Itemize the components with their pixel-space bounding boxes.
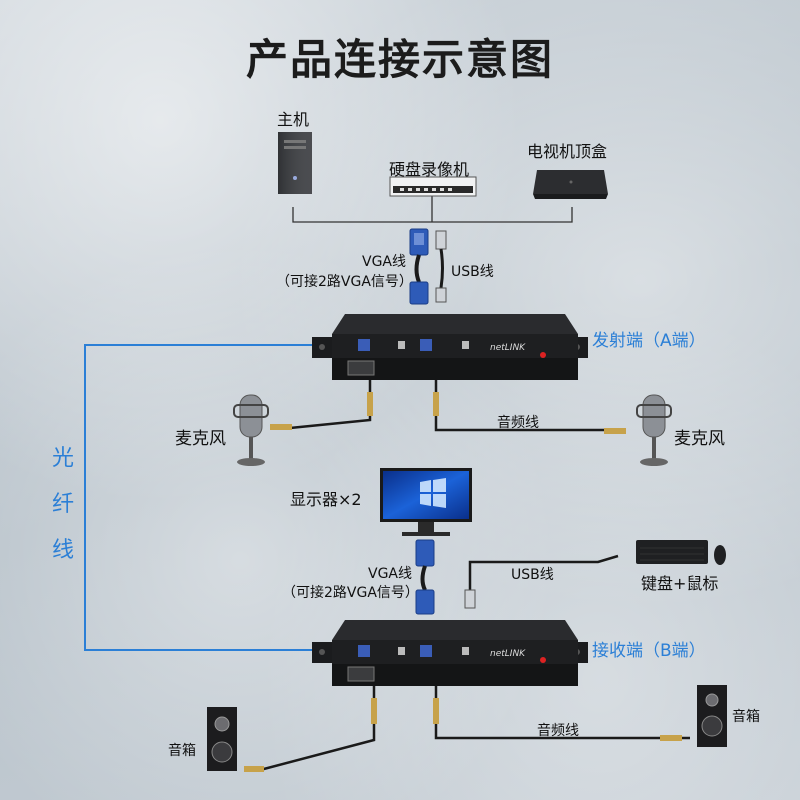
speaker-left-label: 音箱 bbox=[168, 743, 196, 759]
dvr-label: 硬盘录像机 bbox=[389, 160, 470, 179]
usb-bottom-label: USB线 bbox=[511, 567, 554, 583]
stb-label: 电视机顶盒 bbox=[527, 142, 608, 161]
mouse-icon bbox=[714, 545, 726, 565]
transmitter-label: 发射端（A端） bbox=[592, 331, 706, 351]
fiber-char-1: 光 bbox=[51, 446, 74, 471]
vga-top-label: VGA线 bbox=[362, 254, 407, 270]
vga-top-note: （可接2路VGA信号） bbox=[276, 274, 413, 290]
vga-cable-top bbox=[409, 228, 429, 305]
vga-bottom-label: VGA线 bbox=[368, 566, 413, 582]
speaker-right-icon bbox=[697, 685, 727, 747]
keyboard-mouse-label: 键盘+鼠标 bbox=[641, 574, 719, 593]
receiver-label: 接收端（B端） bbox=[592, 641, 706, 661]
speaker-left-icon bbox=[207, 707, 237, 771]
microphone-left-icon bbox=[233, 394, 269, 466]
source-bracket bbox=[292, 196, 573, 223]
keyboard-icon bbox=[636, 540, 708, 564]
fiber-char-3: 线 bbox=[51, 538, 74, 563]
host-pc-icon bbox=[278, 132, 312, 194]
dvr-icon bbox=[389, 176, 477, 197]
audio-top-label: 音频线 bbox=[497, 415, 539, 431]
monitor-icon bbox=[380, 468, 472, 536]
set-top-box-icon bbox=[533, 170, 608, 199]
audio-plugs-top bbox=[270, 392, 626, 434]
audio-bottom-label: 音频线 bbox=[537, 723, 579, 739]
transmitter-brand: netLINK bbox=[490, 343, 526, 353]
fiber-char-2: 纤 bbox=[51, 492, 74, 517]
usb-cable-bottom bbox=[464, 554, 619, 609]
usb-cable-top bbox=[435, 230, 447, 303]
page-title: 产品连接示意图 bbox=[245, 35, 554, 84]
audio-cable-top bbox=[289, 380, 620, 432]
receiver-device bbox=[312, 620, 588, 686]
audio-cable-bottom bbox=[259, 686, 690, 772]
speaker-right-label: 音箱 bbox=[732, 709, 760, 725]
vga-cable-bottom bbox=[415, 539, 435, 615]
audio-plugs-bottom bbox=[244, 698, 682, 772]
mic-right-label: 麦克风 bbox=[674, 429, 725, 449]
mic-left-label: 麦克风 bbox=[175, 429, 226, 449]
host-label: 主机 bbox=[277, 110, 310, 129]
vga-bottom-note: （可接2路VGA信号） bbox=[282, 585, 419, 601]
monitor-label: 显示器×2 bbox=[290, 490, 362, 509]
microphone-right-icon bbox=[636, 394, 672, 466]
receiver-brand: netLINK bbox=[490, 649, 526, 659]
fiber-line bbox=[84, 344, 312, 651]
usb-top-label: USB线 bbox=[451, 264, 494, 280]
transmitter-device bbox=[312, 314, 588, 380]
